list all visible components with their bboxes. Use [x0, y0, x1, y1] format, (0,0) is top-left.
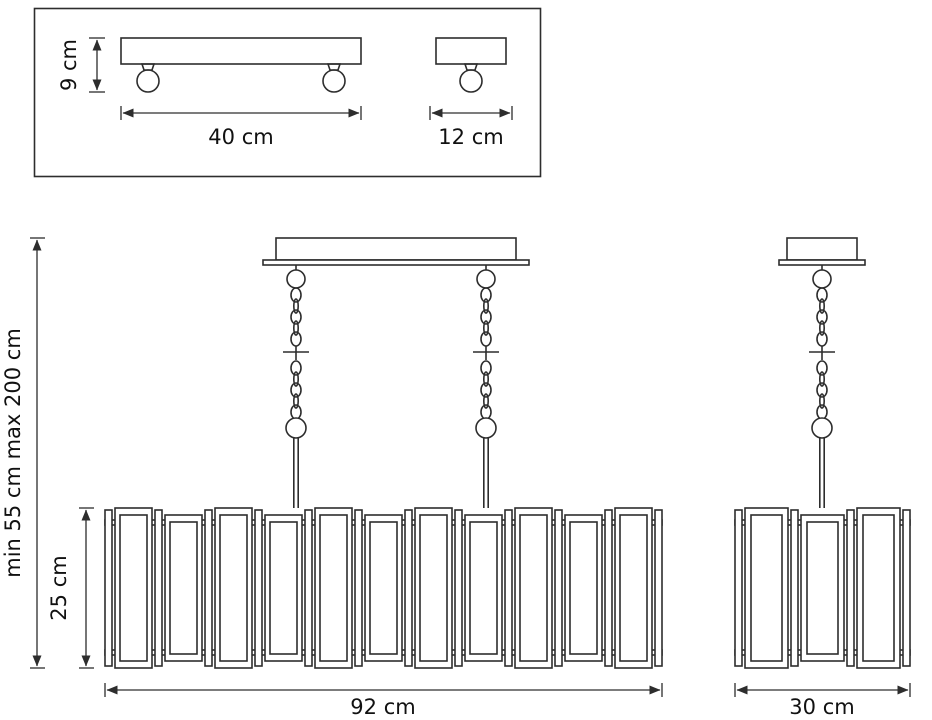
fixture-side-view: [734, 237, 911, 669]
bulb-icon: [459, 63, 483, 93]
crystal-slat: [564, 514, 603, 662]
dimension-fixture-length: 92 cm: [104, 683, 663, 719]
ceiling-plate-side: [778, 237, 866, 266]
shade-side-view: [734, 507, 911, 669]
chain-hanger: [282, 264, 310, 509]
crystal-slat: [364, 514, 403, 662]
shade-front-view: [104, 507, 663, 669]
dimension-canopy-length: 40 cm: [120, 106, 362, 149]
dimension-suspension-height: min 55 cm max 200 cm: [1, 237, 45, 669]
fixture-length-label: 92 cm: [350, 695, 415, 719]
slat-bar: [254, 509, 263, 667]
slat-bar: [554, 509, 563, 667]
canopy-depth-label: 12 cm: [438, 125, 503, 149]
ceiling-plate-front: [262, 237, 530, 266]
slat-bar: [404, 509, 413, 667]
slat-bar: [654, 509, 663, 667]
slat-bar: [504, 509, 513, 667]
suspension-height-label: min 55 cm max 200 cm: [1, 328, 25, 578]
canopy-height-label: 9 cm: [57, 39, 81, 91]
canopy-side-view: [435, 37, 507, 93]
dimension-canopy-depth: 12 cm: [429, 106, 513, 149]
canopy-length-label: 40 cm: [208, 125, 273, 149]
slat-bar: [304, 509, 313, 667]
inset-border: [33, 7, 542, 178]
fixture-depth-label: 30 cm: [789, 695, 854, 719]
dimension-fixture-depth: 30 cm: [734, 683, 911, 719]
slat-bar: [104, 509, 113, 667]
crystal-slat: [214, 507, 253, 669]
crystal-slat: [744, 507, 789, 669]
crystal-slat: [114, 507, 153, 669]
crystal-slat: [614, 507, 653, 669]
slat-bar: [604, 509, 613, 667]
crystal-slat: [264, 514, 303, 662]
chain-hanger: [472, 264, 500, 509]
slat-bar: [902, 509, 911, 667]
crystal-slat: [314, 507, 353, 669]
bulb-icon: [136, 63, 160, 93]
canopy-front-view: [120, 37, 362, 93]
dimension-shade-height: 25 cm: [47, 507, 94, 669]
slat-bar: [204, 509, 213, 667]
canopy-detail-inset: 9 cm 40 cm 12 cm: [33, 7, 542, 178]
crystal-slat: [164, 514, 203, 662]
slat-bar: [154, 509, 163, 667]
slat-bar: [734, 509, 743, 667]
slat-bar: [846, 509, 855, 667]
crystal-slat: [856, 507, 901, 669]
slat-bar: [790, 509, 799, 667]
crystal-slat: [800, 514, 845, 662]
shade-height-label: 25 cm: [47, 555, 71, 620]
dimension-canopy-height: 9 cm: [57, 37, 105, 93]
crystal-slat: [464, 514, 503, 662]
bulb-icon: [322, 63, 346, 93]
fixture-front-view: [104, 237, 663, 669]
crystal-slat: [514, 507, 553, 669]
slat-bar: [454, 509, 463, 667]
crystal-slat: [414, 507, 453, 669]
slat-bar: [354, 509, 363, 667]
chain-hanger: [808, 264, 836, 509]
